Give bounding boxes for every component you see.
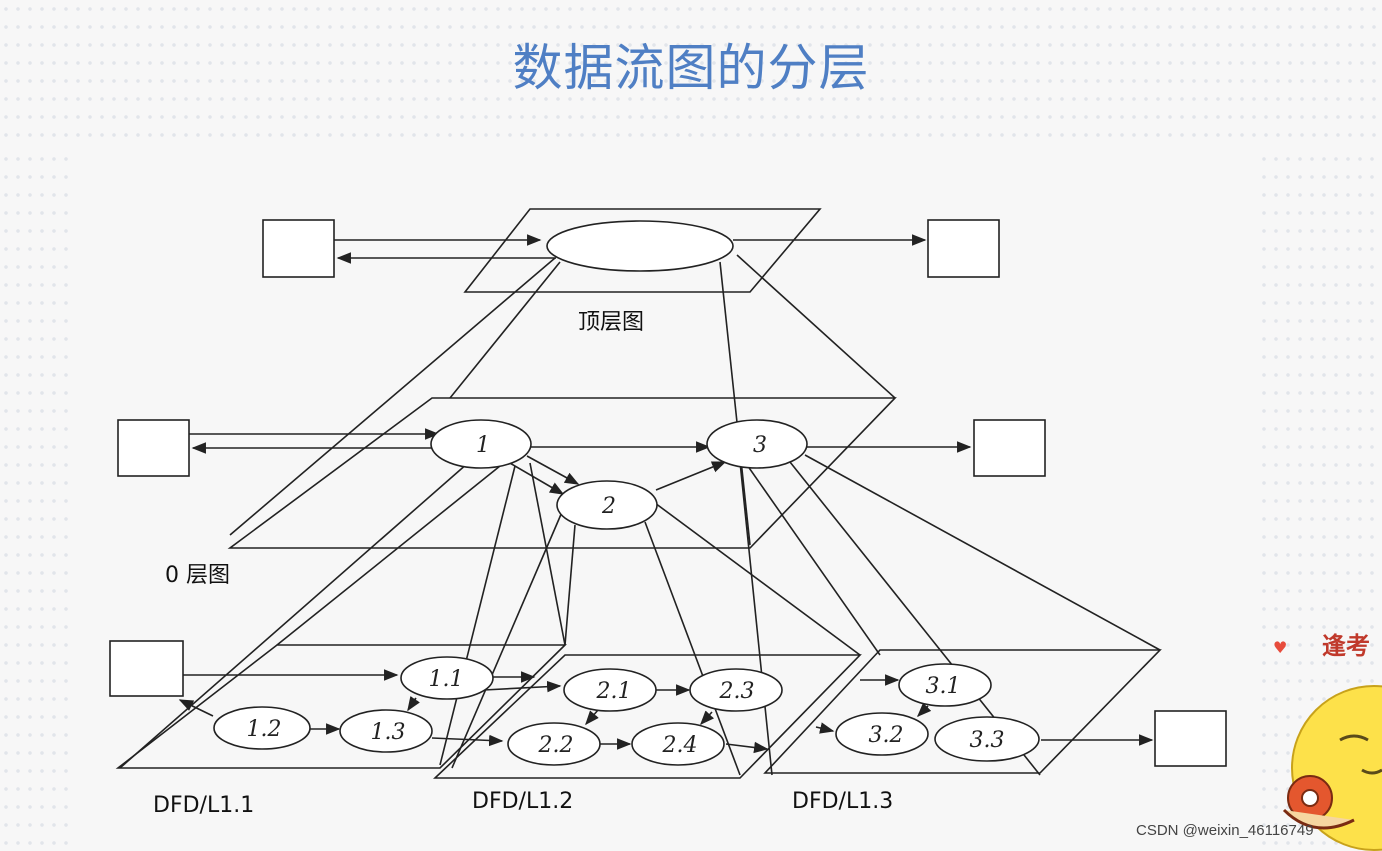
process-2-3-ellipse bbox=[689, 668, 783, 712]
process-2-label: 2 bbox=[601, 494, 616, 519]
l13-plane bbox=[763, 649, 1162, 774]
csdn-watermark: CSDN @weixin_46116749 bbox=[1136, 822, 1314, 839]
process-2-1-ellipse bbox=[563, 668, 657, 712]
process-3-label: 3 bbox=[753, 433, 767, 458]
background-dots-left bbox=[0, 150, 75, 851]
process-1-2-ellipse bbox=[213, 706, 311, 750]
zero-layer-label: 0 层图 bbox=[165, 563, 230, 588]
process-3-ellipse bbox=[706, 419, 808, 469]
corner-caption: 逢考 bbox=[1322, 632, 1370, 660]
process-1-1-label: 1.1 bbox=[429, 667, 464, 692]
zero-source-box bbox=[117, 419, 190, 477]
process-3-3-label: 3.3 bbox=[970, 728, 1005, 753]
l1-sink-box bbox=[1154, 710, 1227, 767]
heart-icon: ♥ bbox=[1273, 638, 1288, 657]
zero-layer-plane bbox=[227, 397, 897, 549]
process-1-2-label: 1.2 bbox=[247, 717, 282, 742]
top-sink-box bbox=[927, 219, 1000, 278]
process-2-2-ellipse bbox=[507, 722, 601, 766]
process-3-1-label: 3.1 bbox=[926, 674, 961, 699]
top-layer-label: 顶层图 bbox=[578, 310, 644, 335]
emoji-sticker-icon bbox=[1282, 685, 1382, 851]
process-3-3-ellipse bbox=[934, 716, 1040, 762]
l11-plane bbox=[115, 644, 567, 769]
process-1-ellipse bbox=[430, 419, 532, 469]
process-1-3-label: 1.3 bbox=[371, 720, 406, 745]
process-1-3-ellipse bbox=[339, 709, 433, 753]
slide-title: 数据流图的分层 bbox=[512, 39, 870, 97]
process-2-ellipse bbox=[556, 480, 658, 530]
top-source-box bbox=[262, 219, 335, 278]
l12-plane bbox=[432, 654, 862, 779]
zero-sink-box bbox=[973, 419, 1046, 477]
top-layer-plane bbox=[463, 208, 822, 293]
process-2-2-label: 2.2 bbox=[538, 733, 574, 758]
process-1-1-ellipse bbox=[400, 656, 494, 700]
l11-label: DFD/L1.1 bbox=[153, 793, 254, 818]
process-2-1-label: 2.1 bbox=[596, 679, 632, 704]
process-2-4-ellipse bbox=[631, 722, 725, 766]
l12-label: DFD/L1.2 bbox=[472, 789, 573, 814]
process-1-label: 1 bbox=[476, 433, 490, 458]
process-3-2-ellipse bbox=[835, 712, 929, 756]
background-dots-top bbox=[0, 0, 1382, 150]
process-3-1-ellipse bbox=[898, 663, 992, 707]
process-3-2-label: 3.2 bbox=[869, 723, 904, 748]
process-2-4-label: 2.4 bbox=[662, 733, 698, 758]
l13-label: DFD/L1.3 bbox=[792, 789, 893, 814]
top-process-ellipse bbox=[546, 220, 734, 272]
process-2-3-label: 2.3 bbox=[719, 679, 755, 704]
l1-source-box bbox=[109, 640, 184, 697]
